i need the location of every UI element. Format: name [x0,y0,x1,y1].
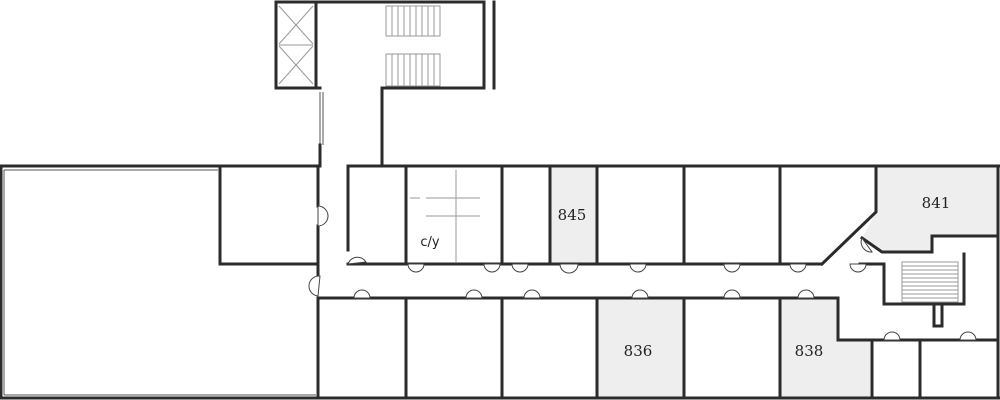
room-838-fill[interactable] [780,298,870,398]
upper-core [274,0,496,168]
room-label-845: 845 [558,206,587,224]
room-label-836: 836 [624,342,653,360]
upper-rooms [218,164,1000,278]
room-836-fill[interactable] [597,298,683,398]
stairs-icon [901,261,959,328]
room-841-fill[interactable] [862,166,998,252]
cy-fixtures [410,170,480,262]
room-label-cy: c/y [420,235,440,250]
lower-rooms [316,252,1000,400]
elevator-icon [278,5,314,85]
room-label-838: 838 [795,342,824,360]
doors [308,205,977,341]
room-845-fill[interactable] [550,166,596,263]
highlighted-rooms [550,166,998,398]
room-label-841: 841 [922,194,951,212]
stairs-icon [385,5,441,87]
building-shell [0,164,1000,400]
